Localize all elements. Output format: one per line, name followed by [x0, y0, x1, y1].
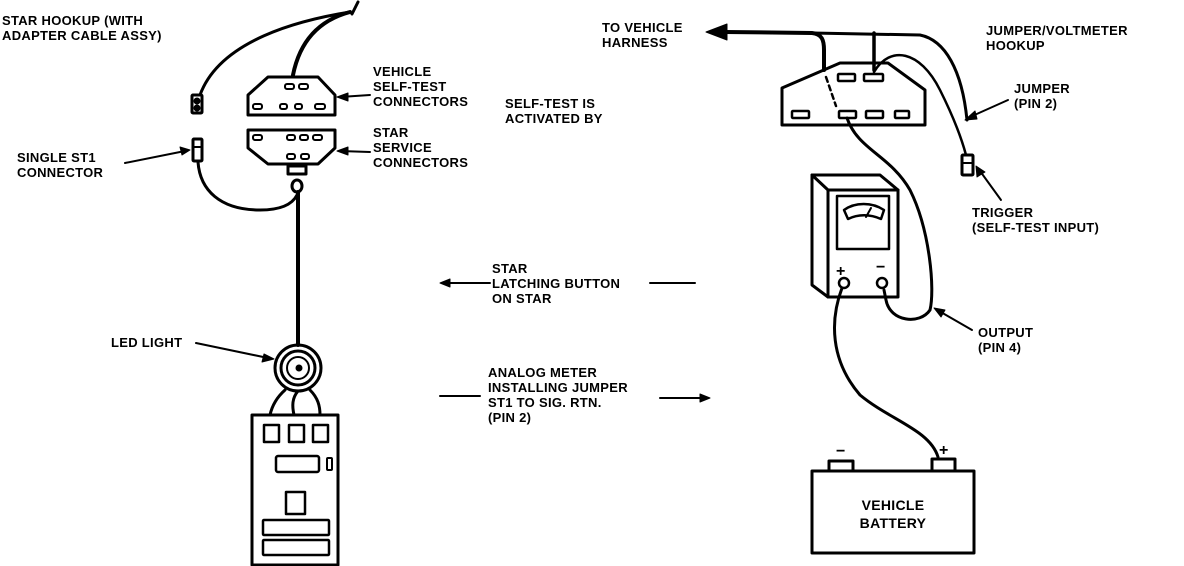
- battery-minus-sign: −: [836, 443, 846, 460]
- arrow-trigger: [975, 165, 1002, 201]
- label-line: OUTPUT: [978, 325, 1034, 340]
- arrow-jumper-pin2: [964, 99, 1009, 121]
- star-tester: [250, 413, 340, 566]
- star-cable-top: [198, 0, 360, 97]
- label-line: ST1 TO SIG. RTN.: [488, 395, 602, 410]
- label-trigger: TRIGGER (SELF-TEST INPUT): [972, 205, 1099, 235]
- star-hookup-plug: [190, 93, 204, 115]
- label-line: STAR HOOKUP (WITH: [2, 13, 144, 28]
- single-st1-connector: [191, 137, 299, 212]
- label-line: ANALOG METER: [488, 365, 598, 380]
- label-line: STAR: [492, 261, 528, 276]
- label-line: JUMPER: [1014, 81, 1070, 96]
- vehicle-harness-wire: [705, 23, 969, 122]
- label-line: (SELF-TEST INPUT): [972, 220, 1100, 235]
- vehicle-battery-icon: [810, 457, 976, 555]
- arrow-star-service: [336, 146, 371, 156]
- jumper-wire: [872, 54, 968, 157]
- label-line: (PIN 2): [1014, 96, 1058, 111]
- star-service-connector: [246, 128, 337, 194]
- label-star-service-connectors: STAR SERVICE CONNECTORS: [373, 125, 468, 170]
- trigger-connector: [960, 153, 975, 177]
- label-line: CONNECTOR: [17, 165, 104, 180]
- label-line: ADAPTER CABLE ASSY): [2, 28, 162, 43]
- vehicle-self-test-connector: [246, 75, 337, 117]
- label-jumper-voltmeter-hookup: JUMPER/VOLTMETER HOOKUP: [986, 23, 1128, 53]
- label-line: HARNESS: [602, 35, 668, 50]
- label-single-st1-connector: SINGLE ST1 CONNECTOR: [17, 150, 103, 180]
- label-line: SELF-TEST: [373, 79, 447, 94]
- vehicle-self-test-connector-right: [780, 61, 927, 127]
- label-jumper-pin2: JUMPER (PIN 2): [1014, 81, 1070, 111]
- label-star-latching-button: STAR LATCHING BUTTON ON STAR: [492, 261, 620, 306]
- arrow-output-pin4: [933, 307, 973, 331]
- label-line: (PIN 2): [488, 410, 532, 425]
- label-line: VEHICLE: [373, 64, 432, 79]
- label-star-hookup: STAR HOOKUP (WITH ADAPTER CABLE ASSY): [2, 13, 162, 43]
- label-line: ON STAR: [492, 291, 552, 306]
- output-wire: [845, 116, 934, 321]
- label-line: SERVICE: [373, 140, 432, 155]
- label-line: STAR: [373, 125, 409, 140]
- label-line: TO VEHICLE: [602, 20, 683, 35]
- label-line: TRIGGER: [972, 205, 1034, 220]
- label-line: LATCHING BUTTON: [492, 276, 621, 291]
- label-to-vehicle-harness: TO VEHICLE HARNESS: [602, 20, 683, 50]
- label-line: SELF-TEST IS: [505, 96, 596, 111]
- label-vehicle-self-test-connectors: VEHICLE SELF-TEST CONNECTORS: [373, 64, 468, 109]
- positive-lead: [833, 286, 940, 459]
- analog-voltmeter: [810, 173, 900, 299]
- label-analog-meter: ANALOG METER INSTALLING JUMPER ST1 TO SI…: [488, 365, 628, 425]
- label-line: INSTALLING JUMPER: [488, 380, 628, 395]
- meter-plus-sign: +: [836, 263, 846, 280]
- arrow-analog-meter-right: [659, 393, 711, 403]
- battery-plus-sign: +: [939, 442, 949, 459]
- label-line: HOOKUP: [986, 38, 1045, 53]
- meter-minus-sign: −: [876, 259, 886, 276]
- label-line: ACTIVATED BY: [505, 111, 603, 126]
- label-self-test-activated: SELF-TEST IS ACTIVATED BY: [505, 96, 603, 126]
- label-vehicle-battery: VEHICLE BATTERY: [833, 496, 953, 532]
- led-light-icon: [273, 343, 323, 393]
- label-line: SINGLE ST1: [17, 150, 96, 165]
- label-led-light: LED LIGHT: [111, 335, 183, 350]
- arrow-single-st1: [124, 146, 191, 164]
- label-output-pin4: OUTPUT (PIN 4): [978, 325, 1033, 355]
- arrow-star-latching-left: [439, 278, 491, 288]
- label-line: JUMPER/VOLTMETER: [986, 23, 1128, 38]
- label-line: CONNECTORS: [373, 94, 469, 109]
- arrow-led-light: [195, 342, 275, 363]
- arrow-vehicle-self-test: [336, 92, 371, 102]
- label-line: VEHICLE: [861, 497, 925, 513]
- label-line: (PIN 4): [978, 340, 1022, 355]
- label-line: BATTERY: [859, 515, 927, 531]
- label-line: CONNECTORS: [373, 155, 469, 170]
